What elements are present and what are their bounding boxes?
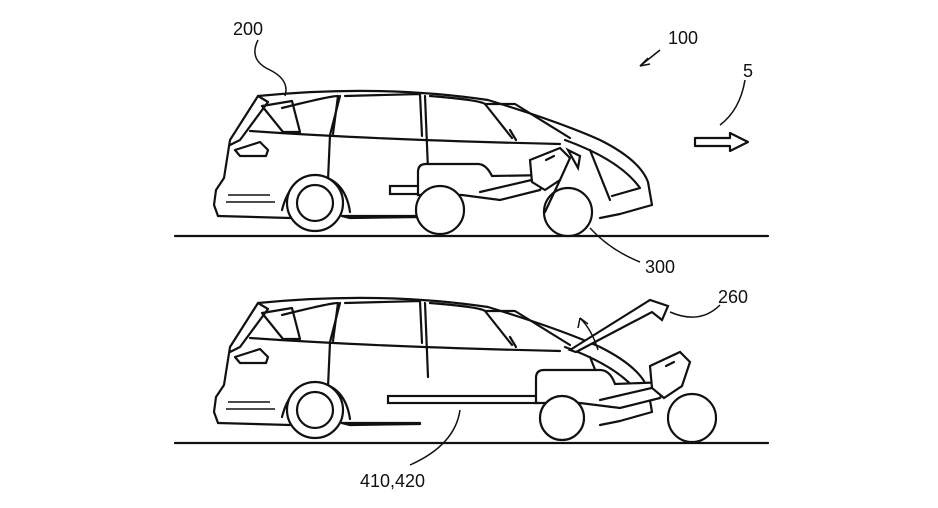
deployed-pod [386,298,718,444]
rails [386,394,540,405]
pod-vehicle [388,146,594,238]
label-300: 300 [645,257,676,277]
vehicle-bottom [212,296,654,440]
label-260: 260 [718,287,749,307]
open-hood [567,298,670,354]
label-200: 200 [233,19,264,39]
direction-arrow [693,131,750,153]
label-410-420: 410,420 [360,471,426,491]
label-5: 5 [743,61,754,81]
label-100: 100 [668,28,699,48]
vehicle-top [212,89,654,238]
